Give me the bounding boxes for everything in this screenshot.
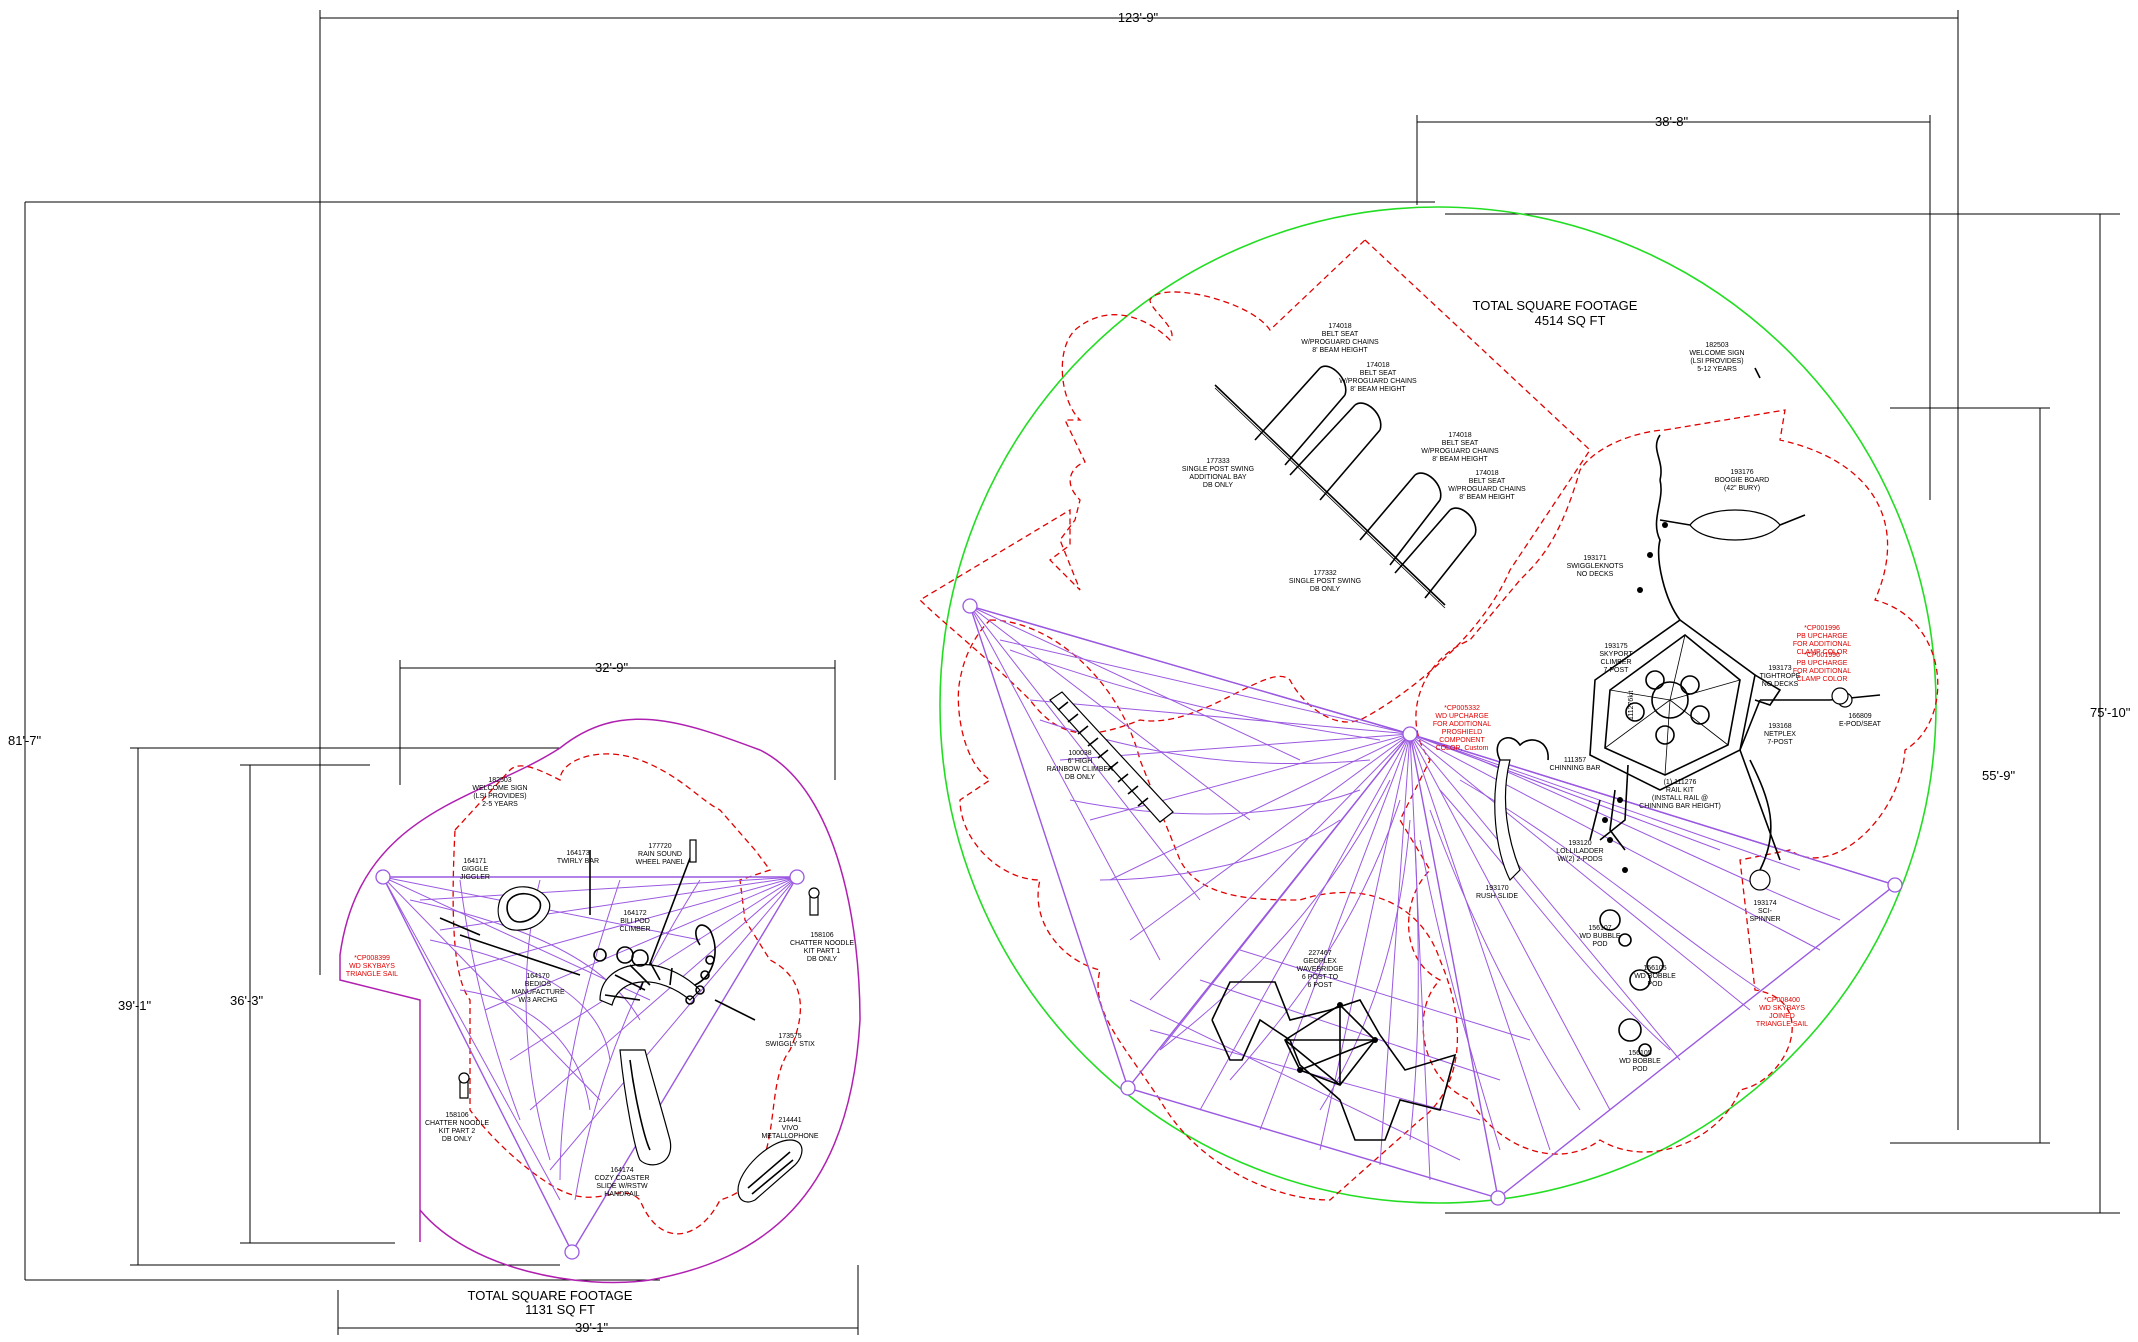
small-height-a-dim: 39'-1" — [118, 998, 152, 1013]
net-anchor — [962, 598, 978, 614]
overall-width-dim: 123'-9" — [1118, 10, 1159, 25]
belt-seat-1 — [1254, 365, 1347, 466]
net-anchor — [1490, 1190, 1506, 1206]
net-anchor — [564, 1244, 580, 1260]
net-anchor — [1120, 1080, 1136, 1096]
belt-seat-3 — [1359, 472, 1442, 566]
net-structure-small — [375, 869, 805, 1260]
net-structure-large — [962, 598, 1903, 1206]
small-total-title: TOTAL SQUARE FOOTAGE — [468, 1288, 633, 1303]
belt-seat-4 — [1394, 507, 1477, 599]
small-play-area: TOTAL SQUARE FOOTAGE 1131 SQ FT — [339, 718, 861, 1317]
large-height-b-dim: 55'-9" — [1982, 768, 2016, 783]
large-top-offset-dim: 38'-8" — [1655, 114, 1689, 129]
small-total-value: 1131 SQ FT — [525, 1302, 595, 1317]
swing-set — [1214, 365, 1477, 609]
skyport-tower — [1589, 367, 1881, 1057]
small-bottom-dim: 39'-1" — [575, 1320, 609, 1335]
small-top-dim: 32'-9" — [595, 660, 629, 675]
large-play-area: TOTAL SQUARE FOOTAGE 4514 SQ FT — [918, 206, 1939, 1206]
metallophone — [737, 1139, 803, 1203]
net-anchor — [1402, 726, 1418, 742]
net-anchor — [1887, 877, 1903, 893]
net-anchor — [789, 869, 805, 885]
small-height-b-dim: 36'-3" — [230, 993, 264, 1008]
large-height-a-dim: 75'-10" — [2090, 705, 2131, 720]
tower-vertical-label: 111276kit — [1628, 691, 1635, 720]
large-total-title: TOTAL SQUARE FOOTAGE — [1473, 298, 1638, 313]
dimension-lines: 123'-9" 81'-7" 38'-8" 75'-10" 55'-9" 32'… — [8, 10, 2131, 1335]
large-area-boundary — [939, 206, 1937, 1204]
use-zone-tower — [1399, 409, 1939, 1155]
small-area-boundary — [339, 718, 861, 1284]
net-anchor — [375, 869, 391, 885]
belt-seat-2 — [1289, 402, 1382, 501]
large-total-value: 4514 SQ FT — [1535, 313, 1606, 328]
use-zone-net — [957, 619, 1458, 1201]
small-equipment — [439, 839, 820, 1203]
overall-height-dim: 81'-7" — [8, 733, 42, 748]
use-zone-swings — [918, 239, 1591, 734]
geoplex-wavebridge — [1211, 981, 1457, 1141]
rainbow-climber — [1049, 691, 1174, 823]
rush-slide — [1494, 737, 1549, 882]
